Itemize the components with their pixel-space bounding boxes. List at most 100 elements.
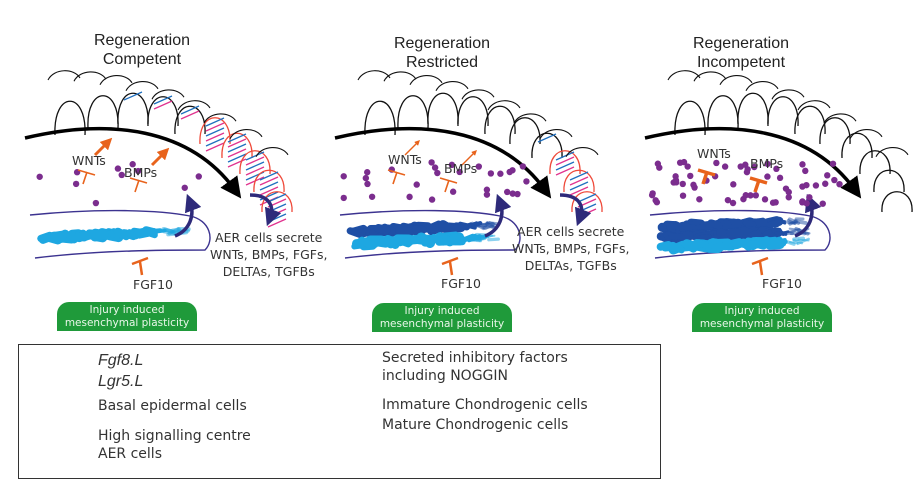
panel-2-wnts-label: WNTs	[388, 152, 422, 167]
mature-chondrogenic-cells	[346, 220, 500, 239]
chondrogenic-fragment	[666, 222, 682, 230]
fgf8-expression	[205, 132, 225, 142]
inhibitor-dot	[687, 172, 694, 180]
bmp-inhibition-bar	[444, 179, 450, 193]
basement-membrane-arrow	[644, 126, 862, 199]
inhibitor-dot	[772, 199, 779, 206]
chondrogenic-fragment	[797, 238, 810, 242]
chondrogenic-fragment	[694, 223, 710, 233]
fgf10-inhibition-stem	[758, 261, 764, 276]
inhibitor-dot	[364, 180, 371, 188]
inhibitor-dot	[523, 178, 530, 185]
inhibitor-dot	[483, 186, 491, 193]
inhibitor-dot	[475, 163, 483, 170]
lgr5-expression	[245, 161, 265, 171]
inhibitor-dot	[831, 176, 838, 184]
basal-epidermal-cell	[397, 95, 429, 129]
inhibitor-dot	[406, 193, 413, 201]
lgr5-expression	[569, 171, 589, 181]
inhibitor-dot	[679, 192, 687, 199]
lgr5-expression	[569, 181, 589, 191]
inhibitor-dot	[742, 192, 749, 199]
periderm-cell	[73, 71, 107, 82]
inhibitor-dot	[802, 167, 809, 175]
inhibitor-dot	[519, 163, 527, 170]
epidermis	[357, 70, 603, 218]
chondrogenic-fragment	[351, 242, 365, 250]
periderm-cell	[745, 81, 779, 92]
periderm-cell	[823, 113, 857, 124]
lgr5-expression	[267, 193, 287, 203]
inhibitor-dot	[340, 173, 347, 180]
mature-chondrogenic-cells	[656, 225, 811, 245]
chondrogenic-fragment	[438, 220, 456, 234]
inhibitor-dot	[799, 199, 806, 206]
blastema-outline	[339, 209, 521, 259]
panel-2	[334, 70, 603, 276]
inhibitor-dot	[764, 173, 771, 180]
lgr5-expression	[577, 193, 597, 203]
inhibitor-dot	[497, 170, 504, 177]
lgr5-expression	[259, 181, 279, 191]
inhibitor-dot	[679, 180, 686, 188]
inhibitor-dot	[713, 159, 720, 167]
wnt-inhibition-bar	[387, 169, 406, 176]
inhibitor-dot	[729, 199, 737, 207]
inhibitor-dot	[509, 190, 516, 197]
blastema-outline	[649, 209, 831, 259]
basal-epidermal-cell	[841, 132, 873, 159]
panel-3-bmps-label: BMPs	[750, 156, 784, 171]
inhibitor-dot	[836, 180, 843, 188]
epidermis	[667, 70, 913, 213]
inhibitor-dot	[428, 196, 436, 203]
chondrogenic-fragment	[167, 227, 180, 236]
inhibitor-dot	[696, 196, 703, 203]
inhibitor-dot	[822, 180, 829, 187]
panel-1-wnts-label: WNTs	[72, 153, 106, 168]
bmp-activation-arrow	[461, 150, 477, 166]
inhibitor-dot	[785, 188, 792, 196]
inhibitory-factor-dots	[36, 161, 202, 207]
inhibitor-dot	[724, 196, 732, 204]
periderm-cell	[435, 81, 469, 92]
chondrogenic-fragment	[374, 224, 391, 235]
bmp-activation-arrow	[150, 147, 170, 167]
lgr5-expression	[123, 91, 143, 101]
inhibitor-dot	[431, 164, 439, 171]
chondrogenic-fragment	[753, 218, 769, 227]
lgr5-expression	[153, 95, 173, 105]
wnt-inhibition-bar	[392, 171, 398, 185]
inhibitor-dot	[36, 173, 43, 180]
periderm-cell	[99, 75, 133, 86]
basal-epidermal-cell	[873, 169, 905, 193]
wnt-inhibition-bar	[82, 171, 88, 185]
chondrogenic-fragment	[48, 233, 68, 243]
inhibitor-dot	[449, 188, 457, 195]
chondrogenic-fragment	[475, 236, 487, 242]
basal-epidermal-cell	[859, 150, 891, 175]
inhibitor-dot	[340, 194, 347, 202]
chondrogenic-fragment	[395, 225, 415, 237]
inhibitor-dot	[456, 168, 463, 176]
blastema-signal-arrow	[174, 193, 202, 238]
periderm-cell	[409, 75, 443, 86]
periderm-cell	[229, 129, 263, 140]
basal-epidermal-cell	[54, 100, 86, 136]
basal-epidermal-cell	[509, 117, 541, 145]
lgr5-expression	[555, 151, 575, 161]
lgr5-expression	[259, 171, 279, 181]
aer-cell	[239, 150, 271, 175]
inhibitor-dot	[649, 190, 656, 197]
fgf8-expression	[569, 186, 589, 196]
wnt-activation-arrow	[93, 137, 113, 157]
inhibitor-dot	[368, 193, 376, 200]
fgf10-inhibition-bar	[751, 256, 769, 266]
legend-label-mature-chondrogenic: Mature Chondrogenic cells	[382, 417, 569, 433]
fgf10-inhibition-bar	[131, 256, 149, 266]
inhibitor-dot	[806, 194, 813, 201]
